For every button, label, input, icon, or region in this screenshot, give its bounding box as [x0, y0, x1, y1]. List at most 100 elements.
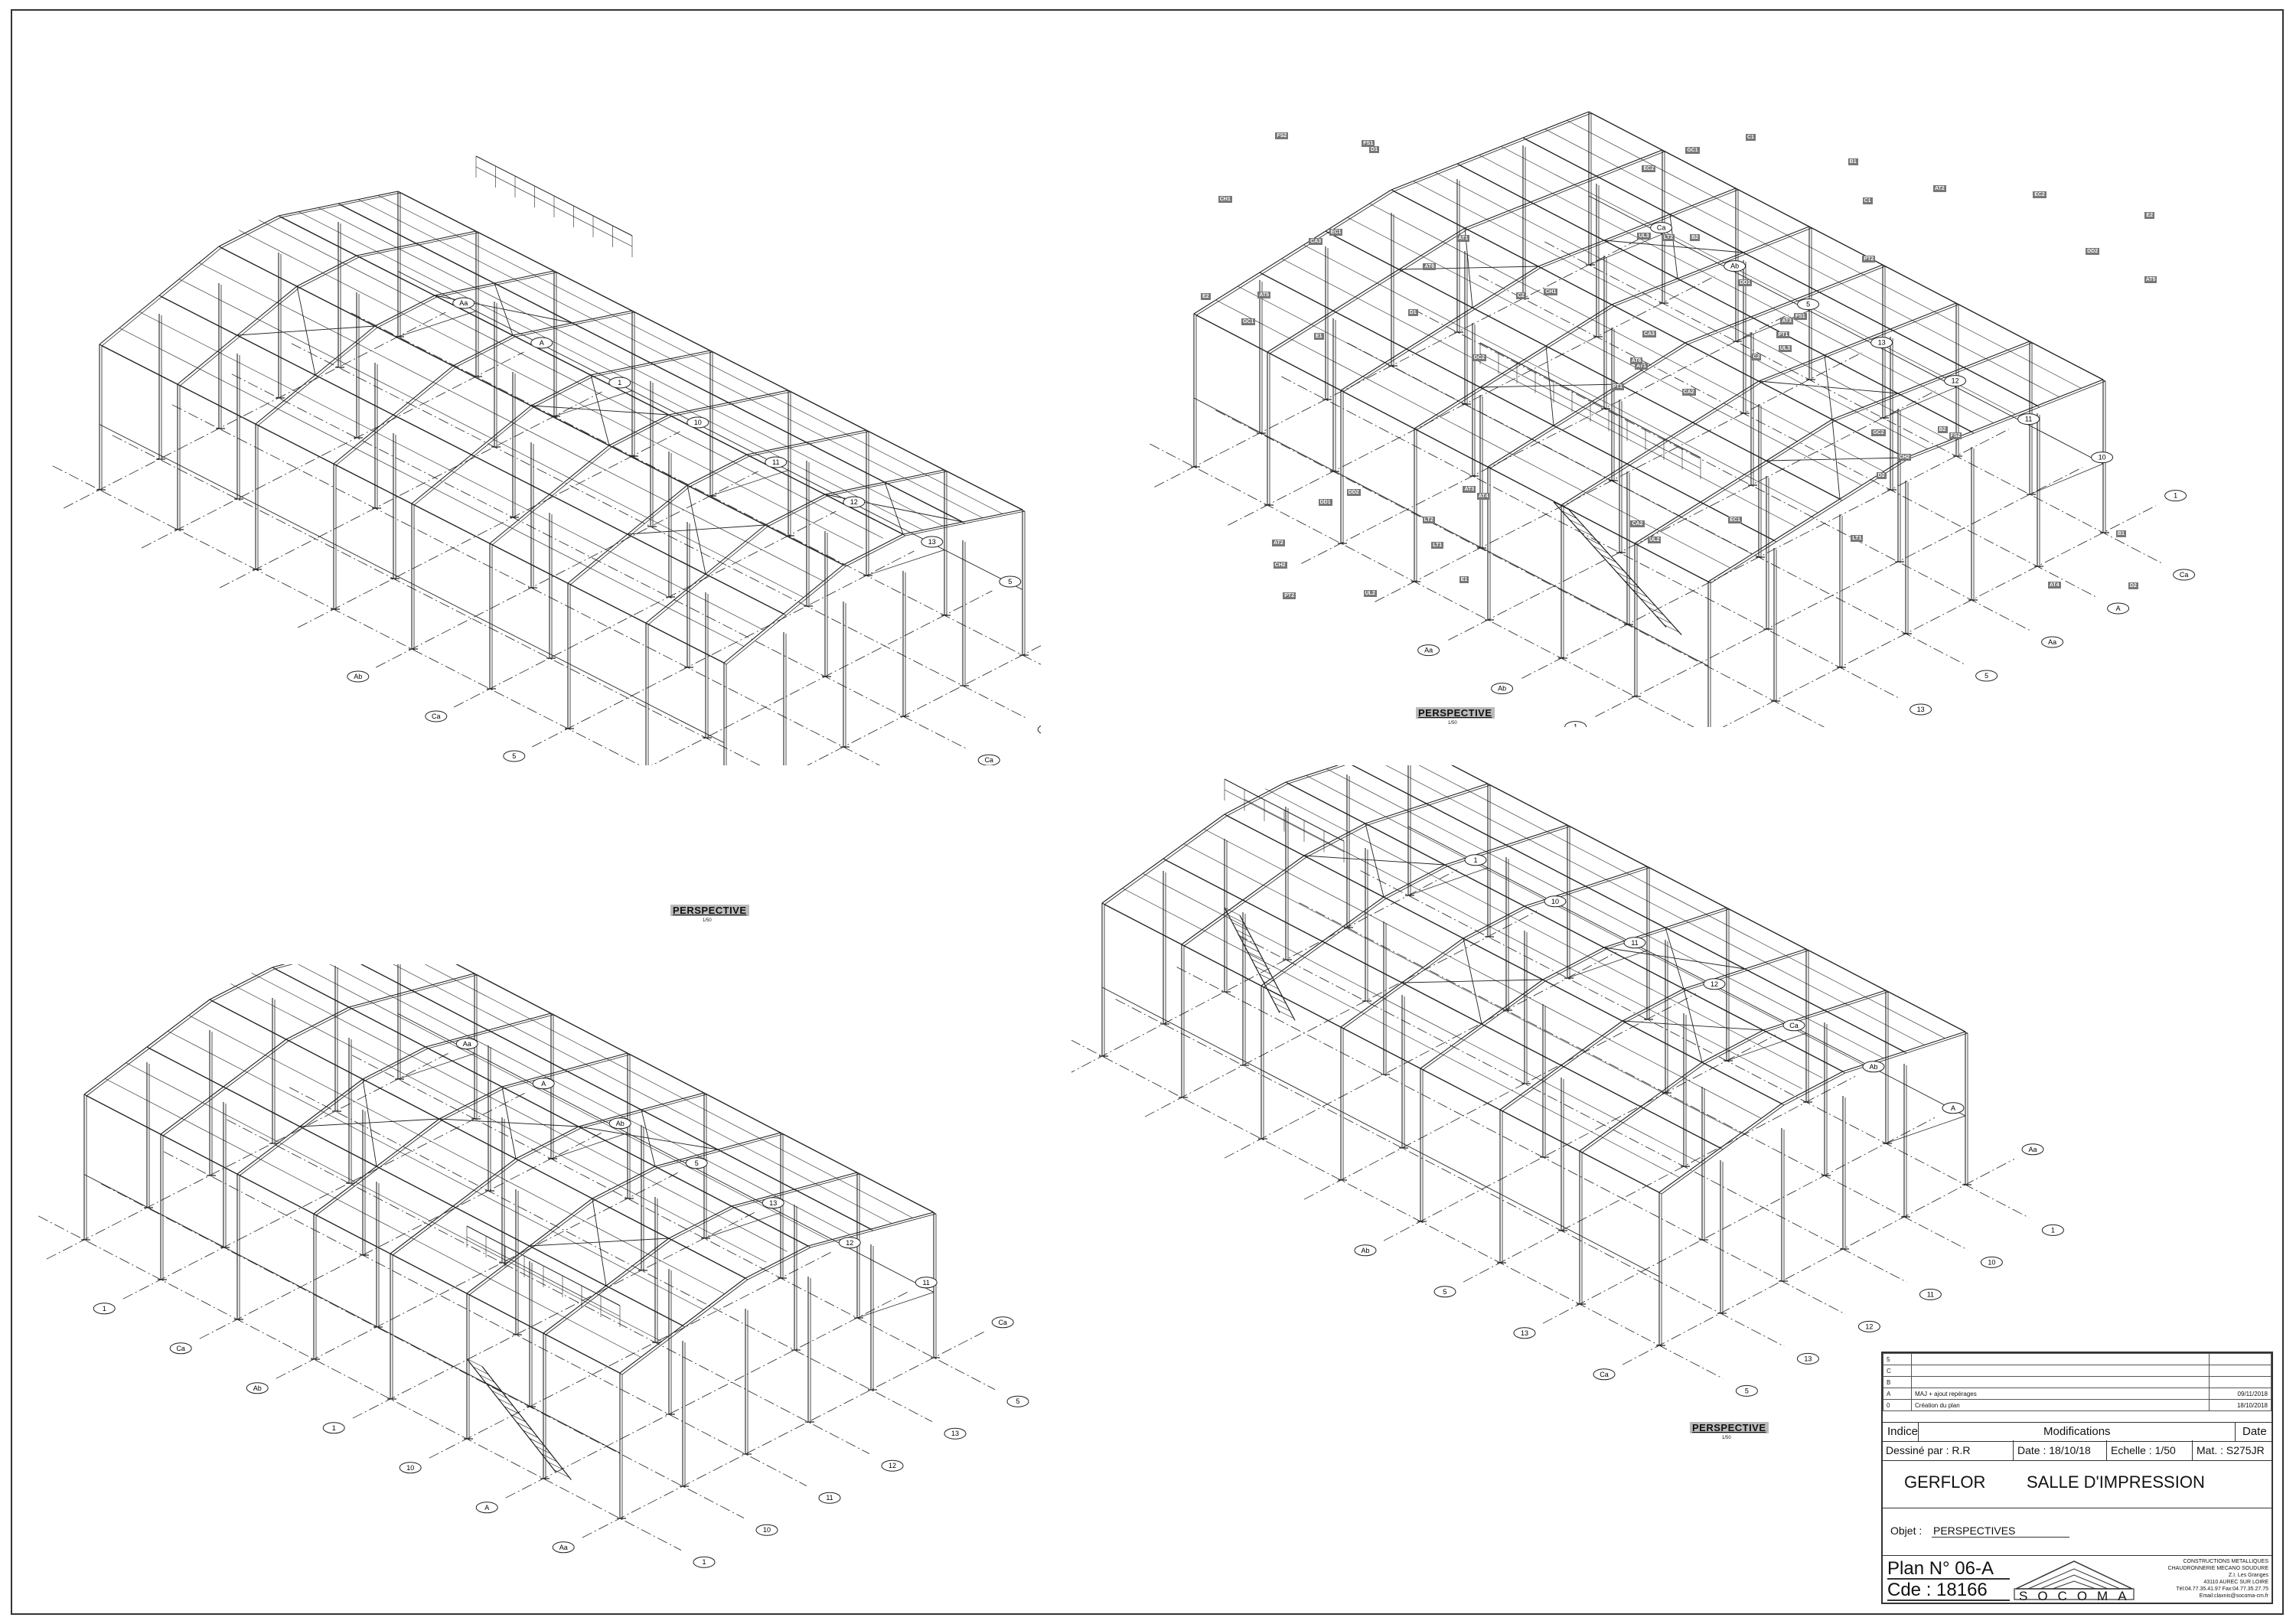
rafter — [627, 484, 688, 535]
rafter — [315, 1167, 380, 1216]
rafter — [452, 1158, 517, 1207]
member-tag: B1 — [1848, 158, 1858, 166]
view-scale-top-right: 1/50 — [1448, 721, 1457, 726]
view-title-bottom-left: PERSPECTIVE — [670, 905, 749, 916]
member-tag: LT1 — [1431, 542, 1444, 549]
rafter — [1626, 422, 1694, 465]
purlin — [782, 1133, 860, 1175]
purlin — [517, 1159, 595, 1201]
grid-label: Aa — [1417, 644, 1440, 657]
secondary-purlin — [1183, 843, 1741, 1133]
purlin — [533, 406, 612, 448]
grid-label: Ca — [1593, 1368, 1616, 1381]
svg-text:Ca: Ca — [432, 713, 441, 720]
stair-tread — [491, 1390, 507, 1399]
side-rail — [1181, 1028, 1262, 1071]
member-tag: CA2 — [1681, 388, 1696, 396]
rafter — [564, 1052, 628, 1071]
rafter — [605, 1238, 670, 1286]
purlin — [572, 322, 651, 364]
grid-line — [1542, 1117, 1936, 1324]
purlin — [569, 584, 649, 625]
grid-label: 1 — [608, 377, 631, 389]
rafter — [255, 374, 316, 425]
plan-number: Plan N° 06-A — [1887, 1558, 1994, 1579]
svg-text:13: 13 — [1878, 339, 1886, 347]
grid-line — [582, 1332, 984, 1538]
purlin — [530, 405, 610, 446]
rafter — [218, 215, 279, 247]
rafter — [717, 1132, 781, 1150]
stair-tread — [1235, 929, 1252, 938]
svg-text:Aa: Aa — [1424, 647, 1433, 654]
purlin — [549, 494, 628, 535]
grid-label: Ab — [1724, 260, 1746, 272]
purlin — [476, 974, 554, 1016]
side-rail — [1634, 627, 1709, 667]
grid-line — [454, 510, 837, 708]
rafter — [1758, 354, 1825, 382]
rafter — [146, 999, 210, 1048]
purlin — [1685, 990, 1766, 1032]
rafter — [1679, 253, 1746, 281]
rafter — [1538, 240, 1605, 267]
purlin — [1636, 544, 1711, 584]
rafter — [824, 481, 885, 495]
grid-line — [1154, 237, 1642, 488]
purlin — [413, 504, 493, 546]
purlin — [1351, 765, 1430, 806]
purlin — [1664, 151, 1739, 191]
secondary-purlin — [1306, 775, 1864, 1065]
rafter — [1474, 267, 1541, 310]
company-logo-text: SOCOMA — [2019, 1589, 2137, 1603]
stair-tread — [1569, 519, 1585, 528]
rafter — [645, 573, 706, 624]
secondary-purlin — [1501, 146, 2016, 415]
stair-stringer — [466, 1358, 556, 1472]
rafter — [413, 974, 478, 993]
stair-tread — [1263, 980, 1279, 990]
rafter — [298, 256, 360, 289]
purlin — [1834, 420, 1909, 460]
grid-label: 1 — [693, 1556, 716, 1568]
side-rail — [489, 623, 569, 664]
rafter — [1327, 191, 1394, 233]
purlin — [1385, 898, 1466, 941]
rafter — [1581, 1107, 1644, 1153]
company-line: Tél:04.77.35.41.97 Fax:04.77.35.27.75 — [2176, 1586, 2268, 1592]
side-rail — [1487, 550, 1562, 590]
svg-text:11: 11 — [923, 1279, 930, 1286]
rafter — [1841, 458, 1909, 501]
grid-line — [1413, 308, 2030, 631]
secondary-purlin — [178, 279, 804, 598]
grid-label: 13 — [1796, 1352, 1819, 1365]
svg-text:A: A — [540, 339, 544, 347]
view-scale-bottom-left: 1/50 — [703, 918, 712, 923]
grid-line — [1521, 429, 2009, 679]
member-tag: EC1 — [1728, 517, 1742, 524]
member-tag: LT2 — [1422, 516, 1435, 523]
rafter — [335, 416, 396, 466]
stair-tread — [1255, 966, 1271, 975]
rafter — [886, 471, 947, 484]
rafter — [512, 322, 573, 336]
stair-stringer — [481, 1366, 572, 1480]
grid-label: 5 — [1006, 1395, 1029, 1407]
side-rail — [1340, 474, 1415, 514]
rafter — [1585, 866, 1648, 887]
rafter — [2039, 380, 2106, 408]
rafter — [1744, 948, 1807, 970]
rafter — [670, 403, 732, 417]
rafter — [1900, 368, 1967, 396]
purlin — [652, 364, 732, 405]
grid-line — [1176, 967, 1846, 1315]
stair-tread — [497, 1398, 514, 1407]
purlin — [1808, 950, 1889, 993]
purlin — [340, 204, 419, 246]
rafter — [236, 285, 298, 336]
view-title-top-right: PERSPECTIVE — [1416, 707, 1495, 719]
grid-label: A — [2107, 602, 2130, 615]
rafter — [545, 1286, 609, 1335]
